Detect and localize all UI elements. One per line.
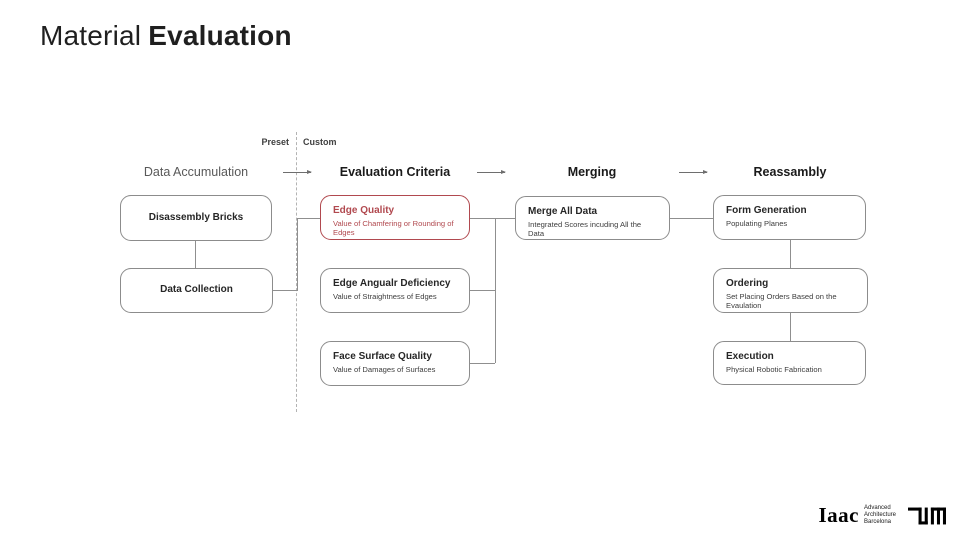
node-title: Disassembly Bricks <box>148 211 244 223</box>
arrow-right-icon <box>283 169 312 174</box>
node-title: Execution <box>726 351 774 362</box>
node-title: Face Surface Quality <box>333 351 432 362</box>
connector-line <box>495 218 496 363</box>
connector-line <box>470 290 495 291</box>
page-title-bold: Evaluation <box>148 20 292 51</box>
node-execution: Execution Physical Robotic Fabrication <box>713 341 866 385</box>
connector-line <box>470 218 515 219</box>
arrow-right-icon <box>477 169 506 174</box>
node-data-collection: Data Collection <box>120 268 273 313</box>
node-title: Edge Quality <box>333 205 395 216</box>
connector-line <box>790 313 791 341</box>
connector-line <box>297 218 298 291</box>
node-title: Merge All Data <box>528 206 598 217</box>
node-subtitle: Populating Planes <box>726 218 788 228</box>
node-disassembly-bricks: Disassembly Bricks <box>120 195 272 241</box>
column-header-reassambly: Reassambly <box>753 165 827 179</box>
connector-line <box>297 218 320 219</box>
node-subtitle: Value of Damages of Surfaces <box>333 364 436 374</box>
tum-logo-icon <box>908 507 946 524</box>
connector-line <box>790 240 791 268</box>
node-subtitle: Physical Robotic Fabrication <box>726 364 822 374</box>
iaac-logo: Iaac Advanced Architecture Barcelona <box>818 505 896 526</box>
connector-line <box>195 241 196 268</box>
node-subtitle: Value of Straightness of Edges <box>333 291 437 301</box>
node-title: Form Generation <box>726 205 807 216</box>
preset-label: Preset <box>261 137 289 147</box>
node-edge-quality: Edge Quality Value of Chamfering or Roun… <box>320 195 470 240</box>
node-subtitle: Value of Chamfering or Rounding of Edges <box>333 218 454 238</box>
page-title-regular: Material <box>40 20 142 51</box>
connector-line <box>273 290 298 291</box>
node-face-surface-quality: Face Surface Quality Value of Damages of… <box>320 341 470 386</box>
column-header-evaluation-criteria: Evaluation Criteria <box>339 165 451 179</box>
iaac-wordmark: Iaac <box>818 503 859 527</box>
node-form-generation: Form Generation Populating Planes <box>713 195 866 240</box>
node-subtitle: Set Placing Orders Based on the Evaulati… <box>726 291 837 311</box>
connector-line <box>670 218 713 219</box>
connector-line <box>470 363 495 364</box>
footer-logos: Iaac Advanced Architecture Barcelona <box>818 505 946 526</box>
node-title: Data Collection <box>160 284 233 296</box>
node-edge-angular-deficiency: Edge Angualr Deficiency Value of Straigh… <box>320 268 470 313</box>
custom-label: Custom <box>303 137 337 147</box>
iaac-logo-text: Advanced Architecture Barcelona <box>863 505 896 525</box>
node-subtitle: Integrated Scores incuding All the Data <box>528 219 642 239</box>
node-title: Ordering <box>726 278 769 289</box>
node-ordering: Ordering Set Placing Orders Based on the… <box>713 268 868 313</box>
column-header-data-accumulation: Data Accumulation <box>143 165 249 179</box>
column-header-merging: Merging <box>567 165 617 179</box>
node-title: Edge Angualr Deficiency <box>333 278 451 289</box>
preset-custom-divider-line <box>296 132 297 412</box>
arrow-right-icon <box>679 169 708 174</box>
node-merge-all-data: Merge All Data Integrated Scores incudin… <box>515 196 670 240</box>
